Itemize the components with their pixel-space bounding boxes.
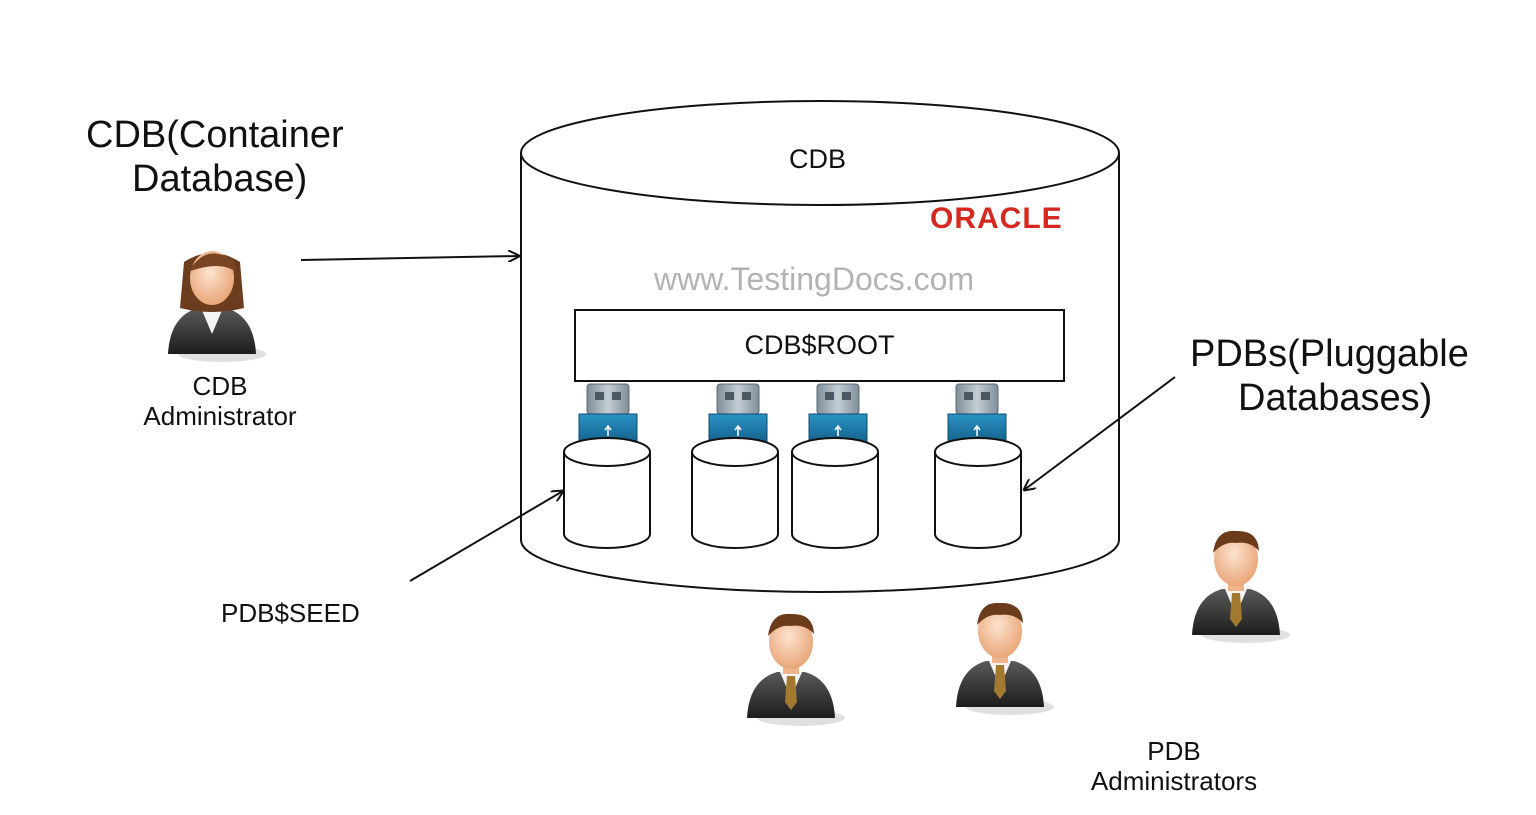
usb-plug-icon	[578, 383, 638, 445]
cdb-title-line1: CDB(Container	[86, 114, 344, 156]
pdb-admins-line2: Administrators	[1090, 765, 1258, 796]
male-admin-icon	[956, 602, 1054, 715]
cdb-root-label: CDB$ROOT	[744, 330, 895, 360]
pdb-heading-line2: Databases)	[1238, 376, 1433, 419]
cdb-admin-line1: CDB	[192, 371, 248, 401]
seed-arrow	[409, 491, 563, 582]
pdb-admins-label: PDB Administrators	[1076, 736, 1272, 797]
pdb-admins-line1: PDB	[1147, 736, 1201, 766]
usb-plug-icon	[708, 383, 768, 445]
female-admin-icon	[168, 251, 266, 362]
watermark: www.TestingDocs.com	[654, 261, 975, 297]
cdb-admin-line2: Administrator	[143, 400, 297, 431]
usb-plugs	[578, 383, 1007, 445]
cdb-admin-label: CDB Administrator	[130, 371, 310, 432]
cdb-title-line2: Database)	[132, 157, 308, 200]
usb-plug-icon	[947, 383, 1007, 445]
pdb-arrow	[1024, 376, 1176, 490]
people	[168, 251, 1290, 726]
database-cylinder-icon	[934, 437, 1022, 549]
male-admin-icon	[747, 613, 845, 726]
cdb-title: CDB(Container Database)	[86, 114, 344, 201]
cdb-top-label: CDB	[789, 144, 847, 174]
cdb-root-box: CDB$ROOT	[574, 309, 1065, 382]
database-cylinder-icon	[791, 437, 879, 549]
pdb-cylinders	[563, 437, 1022, 549]
database-cylinder-icon	[691, 437, 779, 549]
usb-plug-icon	[808, 383, 868, 445]
oracle-logo: ORACLE	[930, 202, 1063, 235]
cdb-admin-arrow	[300, 256, 519, 260]
pdb-heading: PDBs(Pluggable Databases)	[1190, 333, 1469, 420]
pdb-seed-label: PDB$SEED	[221, 598, 360, 628]
pdb-heading-line1: PDBs(Pluggable	[1190, 333, 1469, 375]
male-admin-icon	[1192, 530, 1290, 643]
database-cylinder-icon	[563, 437, 651, 549]
